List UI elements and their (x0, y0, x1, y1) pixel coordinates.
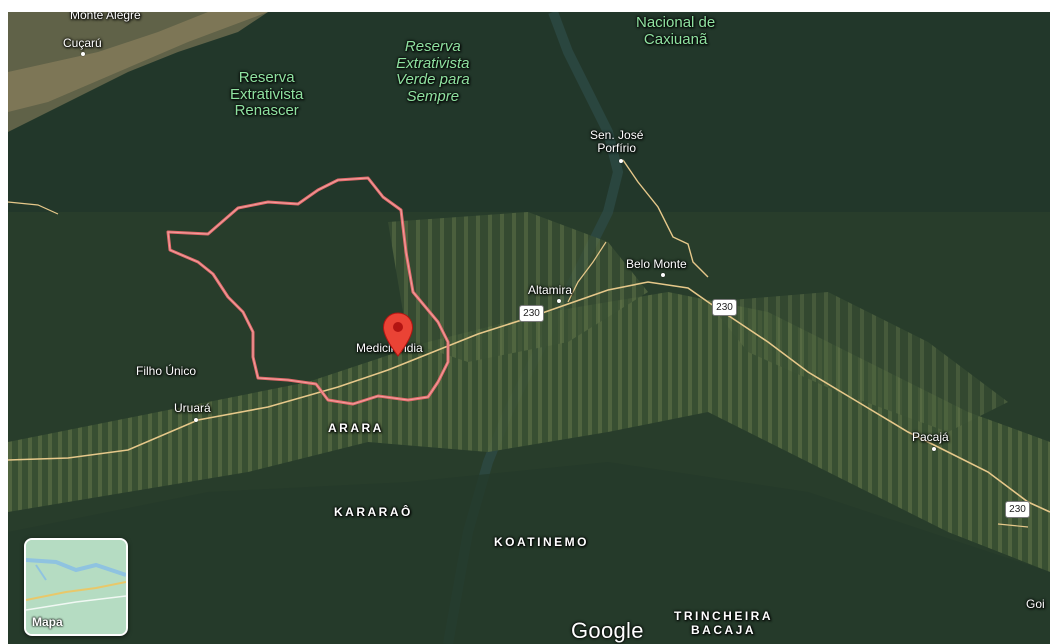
route-shield-230[interactable]: 230 (519, 305, 544, 322)
satellite-terrain (8, 12, 1050, 644)
town-dot-pacaja (932, 447, 936, 451)
location-pin-icon[interactable] (382, 312, 414, 358)
area-label-caxiuana[interactable]: Nacional de Caxiuanã (636, 14, 716, 48)
route-shield-230[interactable]: 230 (712, 299, 737, 316)
minimap-label: Mapa (32, 615, 63, 629)
town-label-monte-alegre[interactable]: Monte Alegre (70, 12, 141, 22)
minimap-thumbnail (26, 540, 126, 634)
town-label-altamira[interactable]: Altamira (528, 283, 573, 297)
town-dot-uruara (194, 418, 198, 422)
map-canvas[interactable]: Reserva Extrativista Renascer Reserva Ex… (8, 12, 1050, 644)
town-label-pacaja[interactable]: Pacajá (912, 430, 949, 444)
territory-label-arara[interactable]: ARARA (328, 421, 384, 435)
route-shield-230[interactable]: 230 (1005, 501, 1030, 518)
town-label-uruara[interactable]: Uruará (174, 401, 211, 415)
territory-label-koatinemo[interactable]: KOATINEMO (494, 535, 589, 549)
town-label-cucaru[interactable]: Cuçarú (63, 36, 102, 50)
area-label-renascer[interactable]: Reserva Extrativista Renascer (230, 69, 304, 119)
town-label-belo-monte[interactable]: Belo Monte (626, 257, 687, 271)
town-label-goi[interactable]: Goi (1026, 597, 1045, 611)
town-dot-sen-jose-porfirio (619, 159, 623, 163)
town-dot-altamira (557, 299, 561, 303)
town-dot-cucaru (81, 52, 85, 56)
territory-label-trincheira-bacaja[interactable]: TRINCHEIRA BACAJA (674, 609, 773, 637)
google-logo: Google (571, 618, 644, 643)
town-dot-belo-monte (661, 273, 665, 277)
town-label-sen-jose-porfirio[interactable]: Sen. José Porfírio (590, 128, 644, 156)
map-type-toggle[interactable]: Mapa (24, 538, 128, 636)
town-label-filho-unico[interactable]: Filho Único (136, 364, 197, 378)
area-label-verde-para-sempre[interactable]: Reserva Extrativista Verde para Sempre (396, 38, 470, 105)
territory-label-kararao[interactable]: KARARAÔ (334, 505, 413, 519)
